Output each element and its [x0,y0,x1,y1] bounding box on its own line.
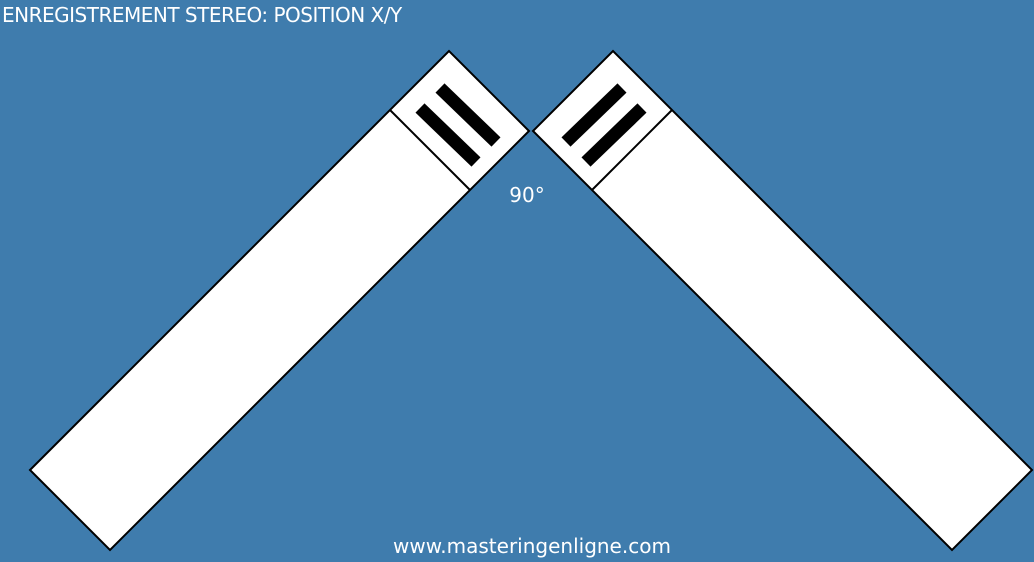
left-microphone-capsule-divider [389,109,471,191]
right-microphone-capsule-divider [591,109,673,191]
angle-label: 90° [509,183,544,207]
left-microphone-body [28,49,531,552]
right-microphone-capsule-slot-1 [561,83,627,147]
right-microphone-capsule-slot-2 [581,103,647,167]
right-microphone [531,49,1034,552]
footer-url: www.masteringenligne.com [393,534,671,558]
right-microphone-body [531,49,1034,552]
diagram-title: ENREGISTREMENT STEREO: POSITION X/Y [2,3,402,27]
left-microphone [28,49,531,552]
left-microphone-capsule-slot-1 [435,83,501,147]
left-microphone-capsule-slot-2 [415,103,481,167]
